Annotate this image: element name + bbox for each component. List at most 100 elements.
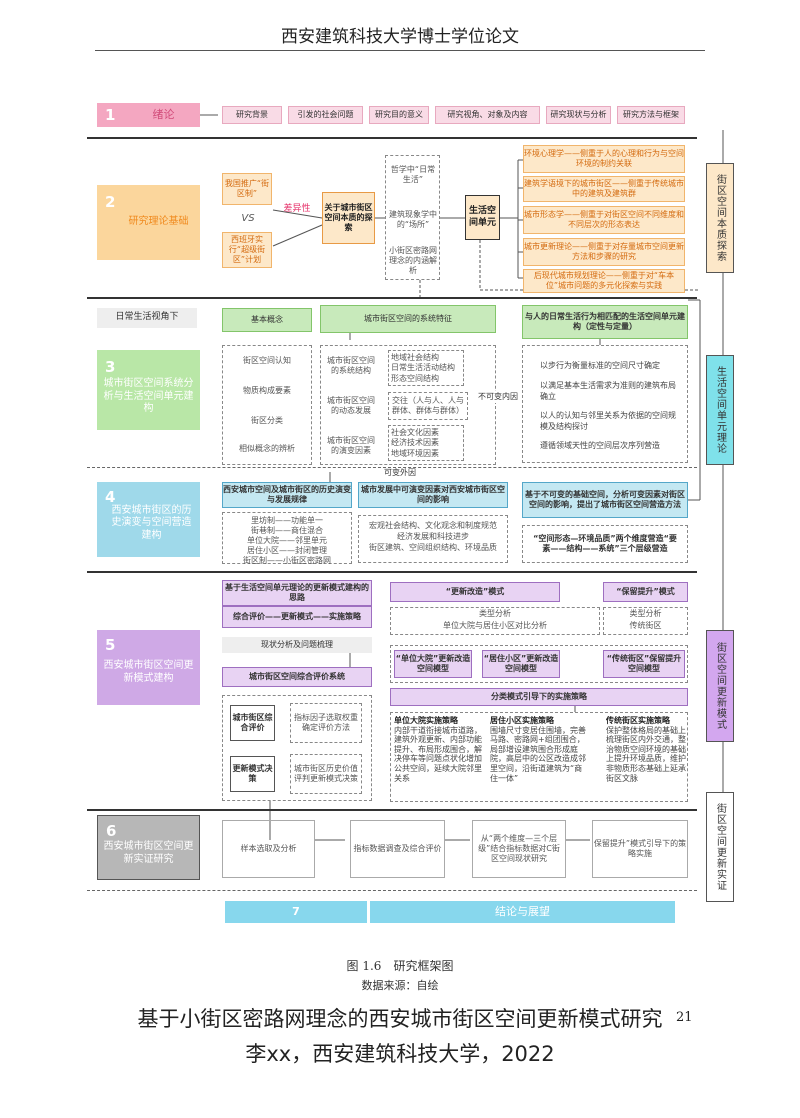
row2-title: 研究理论基础 [128, 216, 189, 228]
concept-item: 物质构成要素 [243, 386, 291, 395]
strategy-group [390, 712, 688, 802]
philosophy-daily-life: 哲学中“日常生活” [390, 165, 436, 184]
theory-item: 后现代城市规划理论——侧重于对“车本位”城市问题的多元化探索与实践 [523, 269, 685, 293]
strategy-community-title: 居住小区实施策略 [490, 716, 554, 725]
strategy-compound-detail: 内部干道衔接城市道路，建筑外观更新、内部功能提升、布局形成围合，解决停车等问题点… [394, 725, 482, 783]
variable-label: 可变外因 [384, 468, 416, 477]
row3-title: 城市街区空间系统分析与生活空间单元建构 [103, 378, 194, 415]
model-historic: “传统街区”保留提升空间模型 [603, 650, 685, 678]
row7-number: 7 [225, 901, 367, 923]
model-compound: “单位大院”更新改造空间模型 [394, 650, 472, 678]
row5-chapter: 5 西安城市街区空间更新模式建构 [97, 630, 200, 705]
row4-number: 4 [105, 488, 116, 506]
strategy-community: 居住小区实施策略 围墙尺寸变居住围墙，完善马路、密路网+组团围合，局部增设建筑围… [490, 716, 590, 798]
row7-title: 结论与展望 [370, 901, 675, 923]
row1-item: 研究目的意义 [369, 106, 429, 124]
row6-chapter: 6 西安城市街区空间更新实证研究 [97, 815, 200, 880]
strategy-compound-title: 单位大院实施策略 [394, 716, 458, 725]
method-item: 以步行为衡量标准的空间尺寸确定 [540, 361, 660, 370]
method-group [522, 345, 688, 463]
theory-item: 建筑学语境下的城市街区——侧重于传统城市中的建筑及建筑群 [523, 176, 685, 202]
type-analysis-detail: 单位大院与居住小区对比分析 [443, 621, 547, 630]
model-community: “居住小区”更新改造空间模型 [482, 650, 560, 678]
feature-item: 城市街区空间的系统结构 [327, 356, 375, 375]
history-item: 单位大院——邻里单元 [247, 536, 327, 545]
type-analysis-detail-2: 传统街区 [629, 621, 662, 630]
structure-item: 形态空间结构 [391, 373, 439, 383]
section-divider [87, 137, 697, 139]
concept-group [222, 345, 312, 465]
history-list: 里坊制——功能单一 街巷制——商住混合 单位大院——邻里单元 居住小区——封闭管… [222, 512, 352, 565]
row1-title: 绪论 [152, 108, 175, 122]
row3-chapter: 3 城市街区空间系统分析与生活空间单元建构 [97, 350, 200, 430]
row1-chapter: 1 绪论 [97, 103, 200, 127]
strategy-compound: 单位大院实施策略 内部干道衔接城市道路，建筑外观更新、内部功能提升、布局形成围合… [394, 716, 486, 798]
factor-list: 宏观社会结构、文化观念和制度规范 经济发展和科技进步 街区建筑、空间组织结构、环… [358, 515, 508, 563]
evaluation-step-1: 城市街区综合评价 [230, 705, 275, 741]
theory-dashed-group [385, 155, 440, 280]
row1-item: 引发的社会问题 [288, 106, 363, 124]
difference-label: 差异性 [283, 204, 311, 215]
side-label-essence: 街区空间本质探索 [706, 163, 734, 273]
row1-number: 1 [105, 105, 116, 124]
page-number: 21 [676, 1010, 693, 1025]
type-analysis-box-2 [603, 607, 688, 635]
concept-item: 街区分类 [251, 416, 283, 425]
type-analysis-box [390, 607, 600, 635]
evaluation-flow: 综合评价——更新模式——实施策略 [222, 606, 372, 628]
footer-author: 李xx，西安建筑科技大学，2022 [245, 1042, 555, 1066]
row4-title: 西安城市街区的历史演变与空间营造建构 [111, 504, 192, 541]
empirical-step: 样本选取及分析 [222, 820, 315, 878]
concept-item: 相似概念的辨析 [239, 444, 295, 453]
row6-number: 6 [106, 822, 117, 840]
evaluation-system: 城市街区空间综合评价系统 [222, 667, 372, 687]
row1-item: 研究视角、对象及内容 [435, 106, 540, 124]
section-divider [87, 297, 697, 299]
evaluation-step-1-detail: 指标因子选取权重确定评价方法 [290, 703, 362, 743]
evolution-item: 社会文化因素 [391, 428, 439, 437]
page-header: 西安建筑科技大学博士学位论文 [281, 27, 519, 47]
row3-number: 3 [105, 358, 116, 376]
evaluation-step-2-detail: 城市街区历史价值评判更新模式决策 [290, 754, 362, 794]
type-analysis-label: 类型分析 [479, 609, 511, 618]
empirical-step: 从“两个维度—三个层级”结合指标数据对C街区空间现状研究 [472, 820, 566, 878]
current-analysis: 现状分析及问题梳理 [222, 637, 372, 653]
figure-source: 数据来源：自绘 [361, 979, 439, 992]
renovation-mode-header: “更新改造”模式 [390, 582, 560, 602]
phenomenology-place: 建筑现象学中的“场所” [389, 210, 437, 229]
invariant-label: 不可变内因 [473, 391, 523, 403]
theory-item: 城市更新理论——侧重于对存量城市空间更新方法和步骤的研究 [523, 238, 685, 266]
method-item: 以人的认知与邻里关系为依据的空间规模及结构探讨 [540, 411, 676, 431]
renewal-idea: 基于生活空间单元理论的更新模式建构的思路 [222, 580, 372, 606]
strategy-historic-detail: 保护整体格局的基础上梳理街区内外交通，整治物质空间环境的基础上提升环境品质，维护… [606, 725, 686, 783]
theory-item: 环境心理学——侧重于人的心理和行为与空间环境的制约关联 [523, 145, 685, 173]
evaluation-step-2: 更新模式决策 [230, 756, 275, 792]
strategy-header: 分类模式引导下的实施策略 [390, 688, 688, 706]
history-item: 街区制——小街区密路网 [243, 556, 331, 565]
side-label-renewal-mode: 街区空间更新模式 [706, 630, 734, 742]
strategy-historic-title: 传统街区实施策略 [606, 716, 670, 725]
factor-item: 街区建筑、空间组织结构、环境品质 [369, 542, 497, 552]
unit-construction-header: 与人的日常生活行为相匹配的生活空间单元建构（定性与定量） [522, 305, 688, 339]
living-space-unit: 生活空间单元 [465, 195, 500, 240]
concept-item: 街区空间认知 [243, 356, 291, 365]
row1-item: 研究方法与框架 [617, 106, 685, 124]
method-item: 遵循领域天性的空间层次序列营造 [540, 441, 660, 450]
section-divider [87, 467, 697, 468]
spain-superblock: 西班牙实行“超级街区”计划 [222, 232, 272, 268]
header-rule [95, 50, 705, 51]
row2-chapter: 2 研究理论基础 [97, 185, 200, 260]
history-item: 里坊制——功能单一 [251, 516, 323, 525]
row1-item: 研究背景 [222, 106, 282, 124]
structure-item: 日常生活活动结构 [391, 363, 455, 373]
structure-list: 地域社会结构 日常生活活动结构 形态空间结构 [388, 350, 464, 386]
strategy-community-detail: 围墙尺寸变居住围墙，完善马路、密路网+组团围合，局部增设建筑围合形成庭院，高层中… [490, 725, 586, 783]
system-feature-header: 城市街区空间的系统特征 [320, 305, 496, 333]
empirical-step: 指标数据调查及综合评价 [350, 820, 445, 878]
empirical-step: 保留提升”模式引导下的策略实施 [592, 820, 688, 878]
method-summary: “空间形态—环境品质”两个维度营造“要素——结构——系统”三个层级营造 [522, 525, 688, 563]
factor-item: 宏观社会结构、文化观念和制度规范 [369, 521, 497, 530]
small-block-concept: 小街区密路网理念的内涵解析 [389, 246, 437, 275]
preservation-mode-header: “保留提升”模式 [603, 582, 688, 602]
